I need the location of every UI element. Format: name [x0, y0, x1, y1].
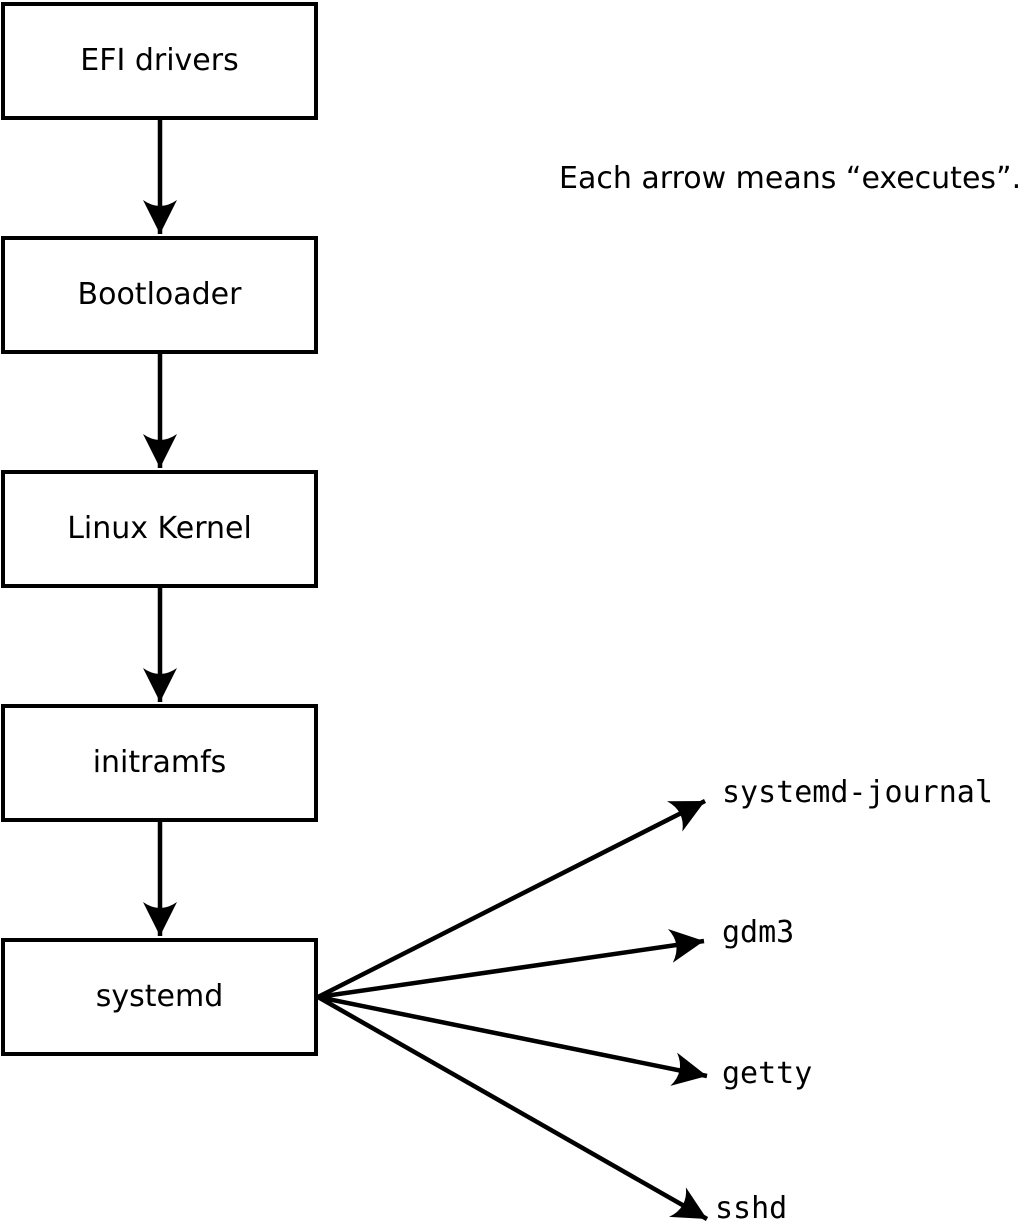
node-efi-drivers-label: EFI drivers [80, 43, 239, 78]
node-bootloader: Bootloader [1, 236, 318, 354]
node-initramfs: initramfs [1, 704, 318, 822]
edge-systemd-to-gdm3 [317, 929, 705, 1000]
edge-systemd-to-sshd [316, 995, 709, 1221]
process-label-gdm3: gdm3 [722, 915, 795, 950]
diagram-caption: Each arrow means “executes”. [559, 161, 1022, 196]
node-linux-kernel: Linux Kernel [1, 470, 318, 588]
node-initramfs-label: initramfs [92, 745, 227, 780]
node-linux-kernel-label: Linux Kernel [67, 511, 252, 546]
node-bootloader-label: Bootloader [77, 277, 242, 312]
node-systemd-label: systemd [95, 979, 224, 1014]
edge-systemd-to-getty [317, 994, 708, 1086]
node-efi-drivers: EFI drivers [1, 2, 318, 120]
edge-systemd-to-systemd-journal [316, 798, 707, 1000]
process-label-getty: getty [722, 1056, 813, 1091]
process-label-sshd: sshd [715, 1191, 788, 1226]
node-systemd: systemd [1, 938, 318, 1056]
process-label-systemd-journal: systemd-journal [722, 775, 993, 810]
